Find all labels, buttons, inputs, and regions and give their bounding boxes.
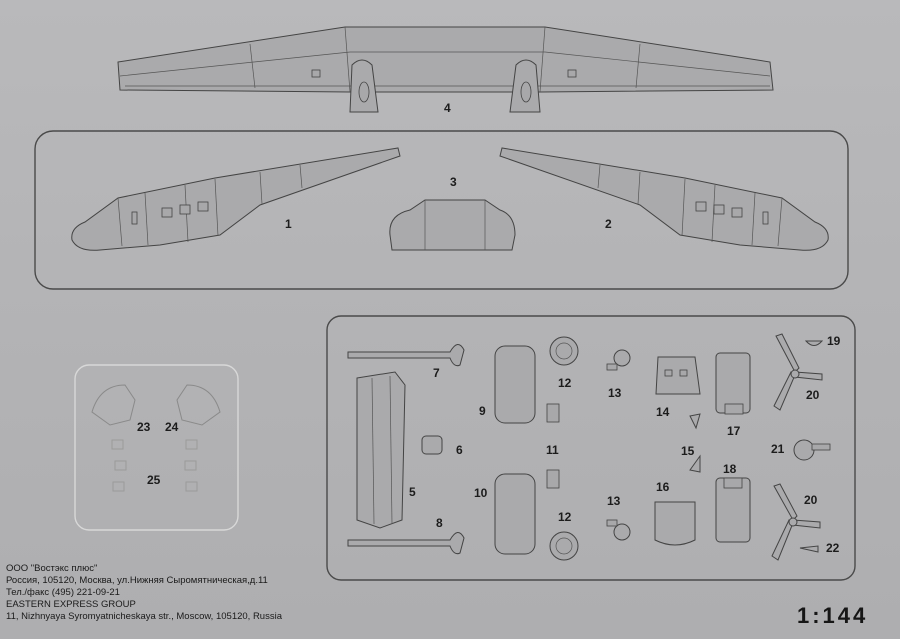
part-11-a (546, 403, 560, 423)
part-label-19: 19 (827, 334, 841, 348)
part-label-13a: 13 (608, 386, 622, 400)
part-label-21: 21 (771, 442, 785, 456)
gear-part-13-a (613, 349, 631, 367)
seat-part-16 (654, 501, 696, 546)
part-label-3: 3 (450, 175, 457, 189)
part-label-20a: 20 (806, 388, 820, 402)
wheel-part-12-a (549, 336, 579, 366)
part-label-14: 14 (656, 405, 670, 419)
part-label-15: 15 (681, 444, 695, 458)
nacelle-part-9 (494, 345, 536, 424)
part-15-b (689, 454, 701, 473)
part-19 (804, 340, 824, 346)
publisher-address-ru: Россия, 105120, Москва, ул.Нижняя Сыромя… (6, 575, 268, 586)
part-label-12a: 12 (558, 376, 572, 390)
windows-part-25 (111, 439, 198, 492)
part-label-13b: 13 (607, 494, 621, 508)
part-label-1: 1 (285, 217, 292, 231)
part-label-5: 5 (409, 485, 416, 499)
wheel-part-12-b (549, 531, 579, 561)
publisher-phone: Тел./факс (495) 221-09-21 (6, 587, 120, 598)
fuselage-half-part-2 (499, 147, 829, 251)
wing-part-4 (117, 26, 774, 113)
part-22 (799, 545, 819, 553)
strut-part-8 (347, 532, 465, 555)
nacelle-part-10 (494, 473, 536, 555)
canopy-part-24 (176, 384, 221, 426)
strut-part-7 (347, 344, 465, 367)
propeller-part-20-a (773, 333, 823, 411)
wheel-part-21 (793, 439, 815, 461)
propeller-part-20-b (771, 483, 821, 561)
part-11-b (546, 469, 560, 489)
part-label-8: 8 (436, 516, 443, 530)
part-15-a (689, 413, 701, 430)
part-label-18: 18 (723, 462, 737, 476)
part-label-23: 23 (137, 420, 151, 434)
part-label-2: 2 (605, 217, 612, 231)
part-label-6: 6 (456, 443, 463, 457)
sprue-frame-parts (326, 315, 856, 581)
publisher-address-en: 11, Nizhnyaya Syromyatnicheskaya str., M… (6, 611, 282, 622)
part-label-4: 4 (444, 101, 451, 115)
part-label-25: 25 (147, 473, 161, 487)
part-label-20b: 20 (804, 493, 818, 507)
canopy-part-23 (91, 384, 136, 426)
scale-label: 1:144 (797, 603, 869, 628)
part-label-12b: 12 (558, 510, 572, 524)
part-label-9: 9 (479, 404, 486, 418)
cabin-part-3 (389, 199, 516, 251)
sprue-frame-clear (74, 364, 239, 531)
part-label-24: 24 (165, 420, 179, 434)
part-label-22: 22 (826, 541, 840, 555)
floor-part-5 (356, 371, 406, 529)
publisher-name-en: EASTERN EXPRESS GROUP (6, 599, 136, 610)
part-6 (421, 435, 443, 455)
part-label-17: 17 (727, 424, 741, 438)
part-label-16: 16 (656, 480, 670, 494)
part-label-11: 11 (546, 443, 559, 457)
part-label-10: 10 (474, 486, 488, 500)
sprue-frame-fuselage (34, 130, 849, 290)
panel-part-14 (655, 356, 701, 395)
publisher-name-ru: ООО "Востэкс плюс" (6, 563, 98, 574)
gear-part-13-b (613, 523, 631, 541)
part-label-7: 7 (433, 366, 440, 380)
fuselage-half-part-1 (71, 147, 401, 251)
